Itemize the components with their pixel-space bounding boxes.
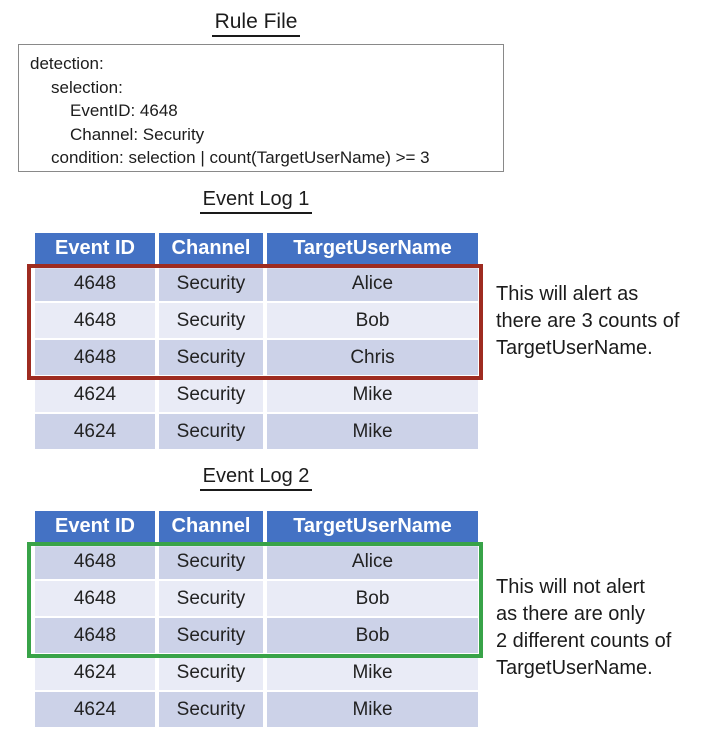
cell-event-id: 4648 bbox=[35, 581, 155, 616]
cell-event-id: 4648 bbox=[35, 303, 155, 338]
cell-targetusername: Bob bbox=[267, 581, 478, 616]
cell-targetusername: Mike bbox=[267, 655, 478, 690]
cell-event-id: 4648 bbox=[35, 266, 155, 301]
table-row: 4648 Security Chris bbox=[35, 340, 478, 375]
cell-channel: Security bbox=[159, 692, 263, 727]
rule-line-eventid: EventID: 4648 bbox=[70, 101, 178, 120]
rule-line-selection: selection: bbox=[51, 77, 123, 97]
cell-channel: Security bbox=[159, 655, 263, 690]
cell-channel: Security bbox=[159, 618, 263, 653]
rule-line-channel: Channel: Security bbox=[70, 124, 205, 144]
cell-targetusername: Mike bbox=[267, 692, 478, 727]
rule-file-box: detection: selection: EventID: 4648 Chan… bbox=[18, 44, 504, 172]
rule-line-detection: detection: bbox=[30, 54, 104, 73]
cell-channel: Security bbox=[159, 414, 263, 449]
cell-channel: Security bbox=[159, 581, 263, 616]
table-row: 4648 Security Bob bbox=[35, 581, 478, 616]
event-log-1-title: Event Log 1 bbox=[0, 188, 512, 214]
cell-targetusername: Mike bbox=[267, 377, 478, 412]
no-alert-annotation: This will not alert as there are only 2 … bbox=[496, 574, 671, 682]
column-header-event-id: Event ID bbox=[35, 511, 155, 542]
cell-event-id: 4624 bbox=[35, 414, 155, 449]
cell-targetusername: Bob bbox=[267, 303, 478, 338]
annotation-line: TargetUserName. bbox=[496, 657, 653, 679]
column-header-channel: Channel bbox=[159, 511, 263, 542]
table-row: 4648 Security Alice bbox=[35, 544, 478, 579]
annotation-line: This will alert as bbox=[496, 283, 639, 305]
event-log-2-title-text: Event Log 2 bbox=[199, 465, 313, 491]
table-row: 4648 Security Alice bbox=[35, 266, 478, 301]
cell-targetusername: Bob bbox=[267, 618, 478, 653]
table-header-row: Event ID Channel TargetUserName bbox=[35, 233, 478, 264]
table-header-row: Event ID Channel TargetUserName bbox=[35, 511, 478, 542]
cell-channel: Security bbox=[159, 544, 263, 579]
cell-event-id: 4624 bbox=[35, 692, 155, 727]
cell-event-id: 4624 bbox=[35, 655, 155, 690]
event-log-2-title: Event Log 2 bbox=[0, 465, 512, 491]
table-row: 4624 Security Mike bbox=[35, 414, 478, 449]
table-row: 4648 Security Bob bbox=[35, 303, 478, 338]
event-log-2-table: Event ID Channel TargetUserName 4648 Sec… bbox=[31, 509, 482, 729]
annotation-line: there are 3 counts of bbox=[496, 310, 680, 332]
cell-channel: Security bbox=[159, 303, 263, 338]
column-header-channel: Channel bbox=[159, 233, 263, 264]
column-header-event-id: Event ID bbox=[35, 233, 155, 264]
cell-event-id: 4648 bbox=[35, 544, 155, 579]
cell-targetusername: Mike bbox=[267, 414, 478, 449]
alert-annotation: This will alert as there are 3 counts of… bbox=[496, 281, 679, 362]
cell-event-id: 4648 bbox=[35, 340, 155, 375]
rule-file-title: Rule File bbox=[0, 10, 512, 37]
table-row: 4624 Security Mike bbox=[35, 655, 478, 690]
column-header-targetusername: TargetUserName bbox=[267, 511, 478, 542]
event-log-1-table: Event ID Channel TargetUserName 4648 Sec… bbox=[31, 231, 482, 451]
cell-targetusername: Alice bbox=[267, 266, 478, 301]
table-row: 4624 Security Mike bbox=[35, 377, 478, 412]
annotation-line: as there are only bbox=[496, 603, 645, 625]
cell-event-id: 4624 bbox=[35, 377, 155, 412]
annotation-line: This will not alert bbox=[496, 576, 645, 598]
cell-channel: Security bbox=[159, 266, 263, 301]
event-log-1-title-text: Event Log 1 bbox=[199, 188, 313, 214]
rule-line-condition: condition: selection | count(TargetUserN… bbox=[51, 148, 430, 167]
cell-event-id: 4648 bbox=[35, 618, 155, 653]
cell-targetusername: Chris bbox=[267, 340, 478, 375]
cell-targetusername: Alice bbox=[267, 544, 478, 579]
annotation-line: TargetUserName. bbox=[496, 337, 653, 359]
cell-channel: Security bbox=[159, 377, 263, 412]
table-row: 4624 Security Mike bbox=[35, 692, 478, 727]
cell-channel: Security bbox=[159, 340, 263, 375]
column-header-targetusername: TargetUserName bbox=[267, 233, 478, 264]
table-row: 4648 Security Bob bbox=[35, 618, 478, 653]
rule-file-title-text: Rule File bbox=[211, 10, 301, 37]
annotation-line: 2 different counts of bbox=[496, 630, 672, 652]
